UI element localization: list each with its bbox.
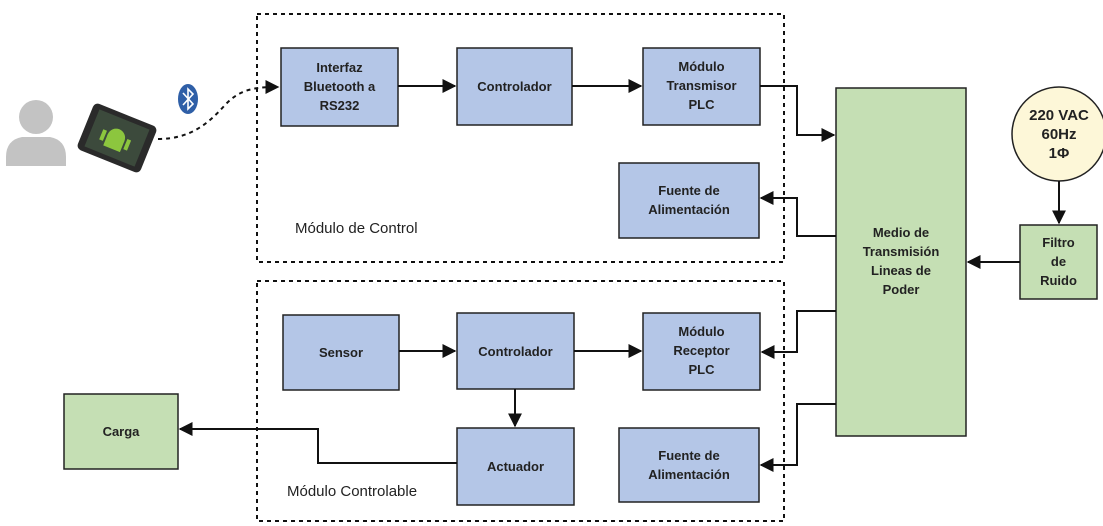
arrow-transmisor-medio — [760, 85, 836, 142]
svg-text:Poder: Poder — [883, 282, 920, 297]
svg-text:Alimentación: Alimentación — [648, 467, 730, 482]
arrow-medio-receptor — [760, 310, 836, 359]
arrow-medio-fuente-bottom — [759, 403, 836, 472]
arrow-medio-fuente-top — [759, 191, 836, 237]
transmisor-block: Módulo Transmisor PLC — [642, 47, 761, 126]
svg-text:Controlador: Controlador — [477, 79, 551, 94]
svg-text:1Φ: 1Φ — [1049, 145, 1070, 162]
svg-text:Medio de: Medio de — [873, 225, 929, 240]
bluetooth-icon — [178, 84, 198, 114]
receptor-block: Módulo Receptor PLC — [642, 312, 761, 391]
svg-text:Carga: Carga — [103, 424, 141, 439]
svg-text:Receptor: Receptor — [673, 343, 729, 358]
fuente-top-block: Fuente de Alimentación — [618, 162, 760, 239]
filtro-block: Filtro de Ruido — [1019, 224, 1098, 300]
svg-text:Lineas de: Lineas de — [871, 263, 931, 278]
svg-text:Filtro: Filtro — [1042, 235, 1075, 250]
fuente-bottom-block: Fuente de Alimentación — [618, 427, 760, 503]
svg-text:Alimentación: Alimentación — [648, 202, 730, 217]
user-icon — [6, 100, 66, 166]
svg-text:Controlador: Controlador — [478, 344, 552, 359]
svg-text:Sensor: Sensor — [319, 345, 363, 360]
svg-text:60Hz: 60Hz — [1041, 126, 1076, 143]
controlador-top-block: Controlador — [456, 47, 573, 126]
control-module-label: Módulo de Control — [295, 220, 418, 237]
controlador-bottom-block: Controlador — [456, 312, 575, 390]
controllable-module-label: Módulo Controlable — [287, 483, 417, 500]
svg-text:Fuente de: Fuente de — [658, 448, 719, 463]
carga-block: Carga — [63, 393, 179, 470]
svg-text:220 VAC: 220 VAC — [1029, 107, 1089, 124]
actuador-block: Actuador — [456, 427, 575, 506]
svg-text:PLC: PLC — [689, 97, 716, 112]
arrow-actuador-carga — [178, 422, 457, 464]
svg-text:Bluetooth a: Bluetooth a — [304, 79, 376, 94]
svg-text:RS232: RS232 — [320, 98, 360, 113]
svg-text:Ruido: Ruido — [1040, 273, 1077, 288]
svg-text:Actuador: Actuador — [487, 459, 544, 474]
interfaz-block: Interfaz Bluetooth a RS232 — [280, 47, 399, 127]
control-module-frame — [256, 13, 785, 263]
medio-transmision-block: Medio de Transmisión Lineas de Poder — [835, 87, 967, 437]
android-tablet-icon — [77, 103, 157, 173]
sensor-block: Sensor — [282, 314, 400, 391]
bluetooth-link — [157, 80, 280, 140]
svg-text:Módulo: Módulo — [678, 59, 724, 74]
svg-text:de: de — [1051, 254, 1066, 269]
svg-text:Transmisor: Transmisor — [666, 78, 736, 93]
svg-text:Fuente de: Fuente de — [658, 183, 719, 198]
svg-text:PLC: PLC — [689, 362, 716, 377]
svg-text:Módulo: Módulo — [678, 324, 724, 339]
svg-text:Interfaz: Interfaz — [316, 60, 363, 75]
svg-text:Transmisión: Transmisión — [863, 244, 940, 259]
power-source: 220 VAC 60Hz 1Φ — [1011, 86, 1103, 182]
